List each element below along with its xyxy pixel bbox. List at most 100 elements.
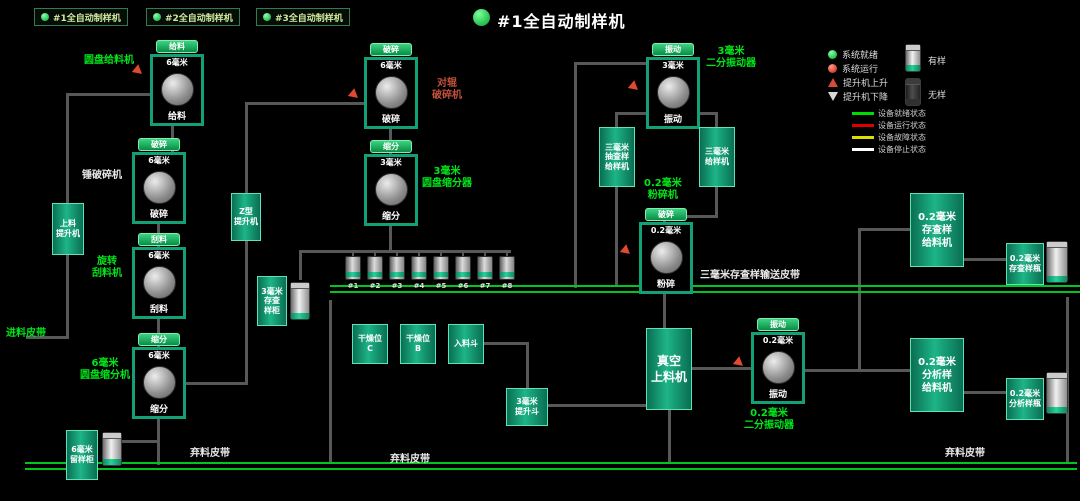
red-line-icon [852,124,874,127]
hopper-label: #7 [479,282,491,290]
machine-size: 6毫米 [380,61,402,70]
machine-body: 6毫米 破碎 [364,57,418,129]
pipe-segment [574,62,577,288]
pipe-segment [484,342,528,345]
block-store-sample-feeder-02mm[interactable]: 0.2毫米 存查样 给料机 [910,193,964,267]
machine-size: 0.2毫米 [650,226,682,235]
legend-system-running: 系统运行 [828,62,878,75]
label-vibrator-02mm: 0.2毫米 二分振动器 [744,408,794,431]
hopper-7 [477,256,493,280]
pipe-segment [245,102,248,194]
hopper-label: #6 [457,282,469,290]
flow-arrow-icon [619,244,634,258]
pipe-segment [663,215,718,218]
block-store-cabinet-3mm[interactable]: 3毫米 存查 样柜 [257,276,287,326]
hopper-label: #5 [435,282,447,290]
machine-divider-3mm[interactable]: 缩分 3毫米 缩分 [364,140,418,226]
red-dot-icon [828,64,837,73]
machine-wheel-icon [761,351,795,384]
pipe-segment [66,93,152,96]
machine-rotary-scraper[interactable]: 刮料 6毫米 刮料 [132,233,186,319]
machine-body: 6毫米 缩分 [132,347,186,419]
pipe-segment [374,250,376,258]
yellow-line-icon [852,136,874,139]
tab-sampler-3[interactable]: #3全自动制样机 [256,8,350,26]
block-lift-bucket-3mm[interactable]: 3毫米 提升斗 [506,388,548,426]
block-feeder-3mm[interactable]: 三毫米 给样机 [699,127,735,187]
hopper-4 [411,256,427,280]
block-analysis-sample-feeder-02mm[interactable]: 0.2毫米 分析样 给料机 [910,338,964,412]
machine-name: 缩分 [381,212,400,222]
block-inlet-hopper[interactable]: 入料斗 [448,324,484,364]
machine-body: 0.2毫米 振动 [751,332,805,404]
pipe-segment [418,250,420,258]
analysis-bottle-icon [1046,372,1068,414]
flow-arrow-icon [347,88,362,102]
pipe-segment [858,228,861,371]
pipe-segment [615,112,618,128]
machine-tag: 破碎 [645,208,687,221]
waste-conveyor-belt [25,462,1077,470]
sample-canister-3mm-icon [290,282,310,320]
tab-sampler-2[interactable]: #2全自动制样机 [146,8,240,26]
machine-vibrator-3mm[interactable]: 振动 3毫米 振动 [646,43,700,129]
pipe-segment [715,112,718,128]
machine-tag: 给料 [156,40,198,53]
machine-body: 0.2毫米 粉碎 [639,222,693,294]
store-bottle-icon [1046,241,1068,283]
machine-body: 3毫米 振动 [646,57,700,129]
block-dry-station-c[interactable]: 干燥位 C [352,324,388,364]
pipe-segment [396,250,398,258]
pipe-segment [548,404,646,407]
block-spot-sample-feeder-3mm[interactable]: 三毫米 抽查样 给样机 [599,127,635,187]
pipe-segment [157,417,160,465]
hopper-label: #3 [391,282,403,290]
legend-label: 提升机上升 [843,79,889,89]
machine-disc-feeder[interactable]: 给料 6毫米 给料 [150,40,204,126]
legend-label: 有样 [928,57,947,67]
pipe-segment [329,300,332,463]
pipe-segment [506,250,508,258]
label-mid-belt: 三毫米存查样输送皮带 [700,270,800,281]
pipe-segment [663,293,666,329]
machine-size: 3毫米 [662,61,684,70]
pipe-segment [484,250,486,258]
block-retain-cabinet-6mm[interactable]: 6毫米 留样柜 [66,430,98,480]
machine-body: 6毫米 破碎 [132,152,186,224]
block-loading-hoist[interactable]: 上料 提升机 [52,203,84,255]
pipe-segment [186,382,248,385]
machine-tag: 缩分 [370,140,412,153]
machine-roller-crusher[interactable]: 破碎 6毫米 破碎 [364,43,418,129]
label-divider-6mm: 6毫米 圆盘缩分机 [80,358,130,381]
tab-status-icon [41,13,49,21]
legend-hoist-up: 提升机上升 [828,76,888,89]
block-vacuum-loader[interactable]: 真空 上料机 [646,328,692,410]
machine-body: 6毫米 刮料 [132,247,186,319]
machine-name: 振动 [768,390,787,400]
block-z-hoist[interactable]: Z型 提升机 [231,193,261,241]
machine-size: 6毫米 [166,58,188,67]
hopper-3 [389,256,405,280]
white-line-icon [852,148,874,151]
pipe-segment [299,250,302,280]
pipe-segment [699,112,717,115]
pipe-segment [157,317,160,347]
hopper-8 [499,256,515,280]
hopper-label: #4 [413,282,425,290]
pipe-segment [440,250,442,258]
machine-size: 0.2毫米 [762,336,794,345]
machine-hammer-crusher[interactable]: 破碎 6毫米 破碎 [132,138,186,224]
tab-sampler-1[interactable]: #1全自动制样机 [34,8,128,26]
block-dry-station-b[interactable]: 干燥位 B [400,324,436,364]
block-store-bottle-02mm[interactable]: 0.2毫米 存查样瓶 [1006,243,1044,285]
machine-name: 破碎 [149,210,168,220]
machine-name: 振动 [663,115,682,125]
machine-divider-6mm[interactable]: 缩分 6毫米 缩分 [132,333,186,419]
legend-label: 无样 [928,91,947,101]
block-analysis-bottle-02mm[interactable]: 0.2毫米 分析样瓶 [1006,378,1044,420]
sample-full-icon [905,44,921,72]
machine-vibrator-02mm[interactable]: 振动 0.2毫米 振动 [751,318,805,404]
label-disc-divider-3mm: 3毫米 圆盘缩分器 [422,166,472,189]
machine-pulverizer-02mm[interactable]: 破碎 0.2毫米 粉碎 [639,208,693,294]
machine-tag: 缩分 [138,333,180,346]
